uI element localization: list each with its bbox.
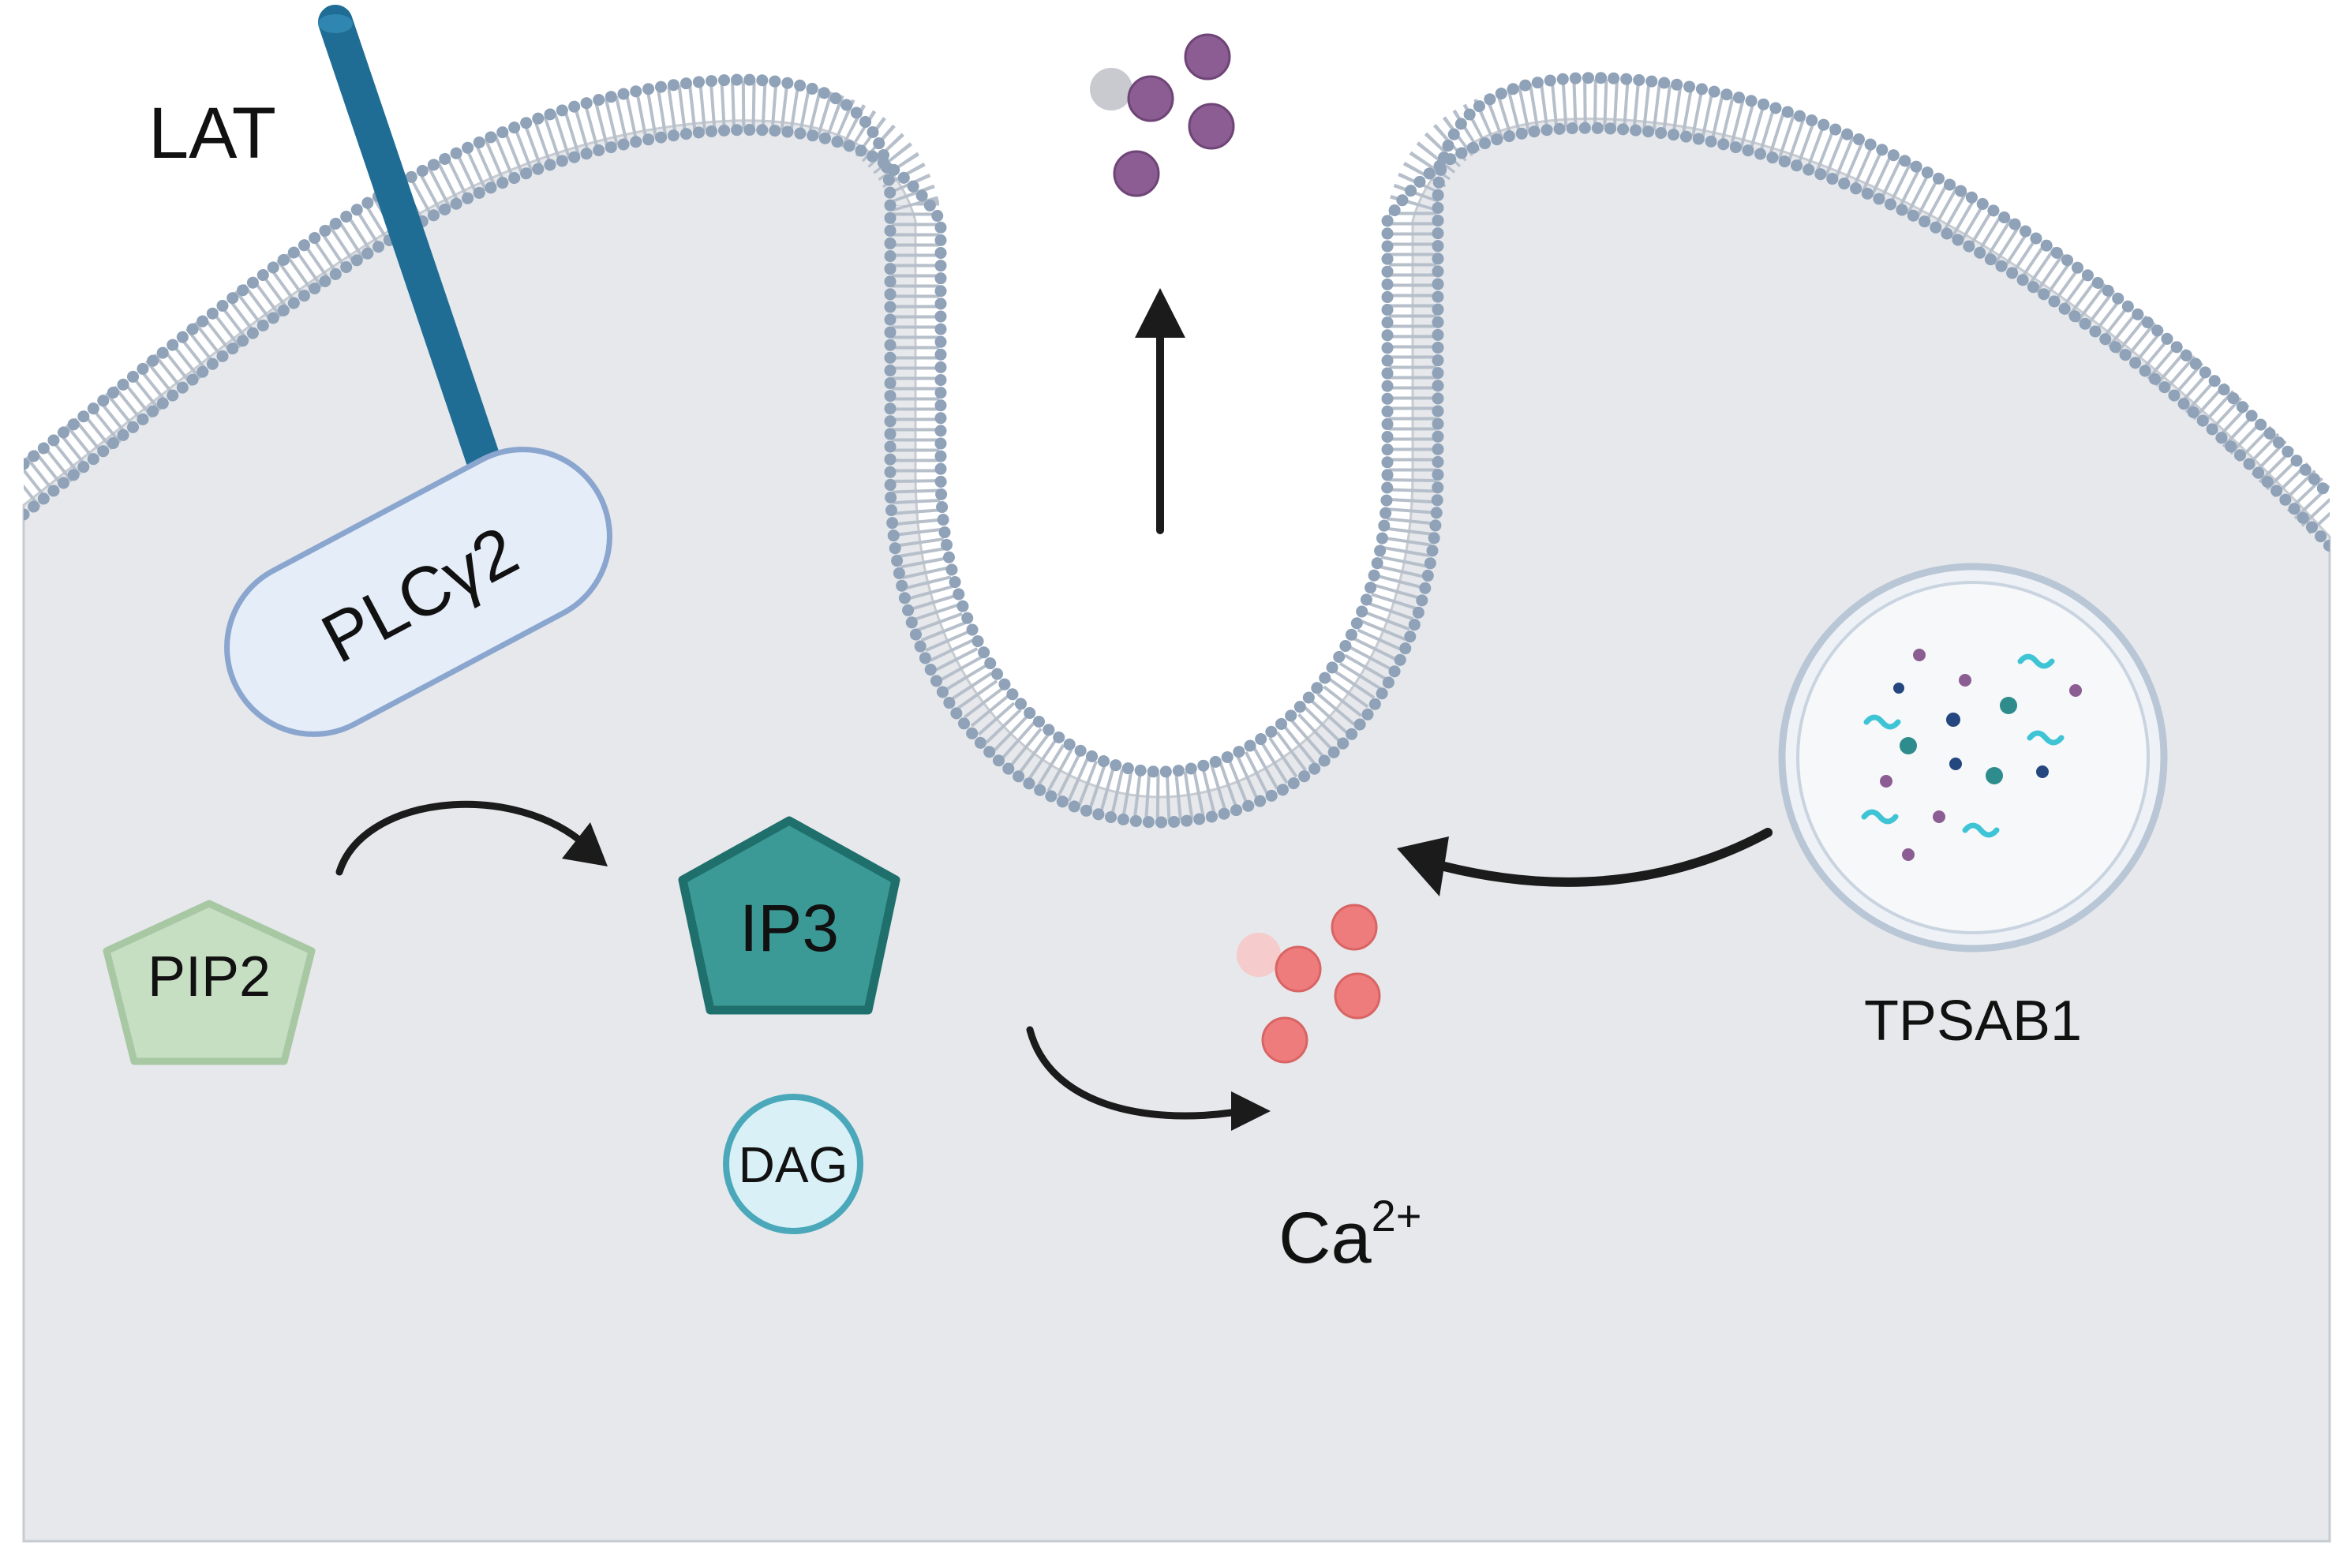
dag-label: DAG bbox=[739, 1136, 848, 1193]
plcg2-enzyme: PLCγ2 bbox=[224, 447, 612, 737]
lat-receptor bbox=[318, 5, 503, 483]
arrow-pip2-to-ip3 bbox=[335, 800, 608, 876]
curved-arrow-icon bbox=[1026, 1026, 1235, 1120]
plcg2-capsule-icon bbox=[224, 447, 612, 737]
granule-icon bbox=[1184, 33, 1231, 80]
curved-arrow-icon bbox=[335, 800, 584, 876]
calcium-label: Ca2+ bbox=[1278, 1191, 1421, 1278]
tpsab1-vesicle bbox=[1778, 563, 2168, 952]
calcium-ion-icon bbox=[1334, 972, 1381, 1020]
vesicle-contents bbox=[1861, 649, 2082, 861]
granule-icon bbox=[1188, 103, 1235, 150]
calcium-ion-icon bbox=[1237, 933, 1281, 977]
tpsab1-label: TPSAB1 bbox=[1864, 990, 2082, 1053]
ip3-label: IP3 bbox=[739, 891, 839, 965]
arrow-ip3-to-calcium bbox=[1026, 1026, 1271, 1131]
calcium-ion-icon bbox=[1261, 1016, 1308, 1064]
dag-circle-icon bbox=[723, 1094, 863, 1234]
granule-icon bbox=[1113, 150, 1160, 197]
lipid-bilayer-outer-heads-icon bbox=[24, 72, 2330, 829]
granule-icon bbox=[1127, 75, 1174, 122]
released-granules bbox=[1090, 33, 1235, 197]
lipid-bilayer-inner-heads-icon bbox=[24, 122, 2330, 778]
cytoplasm bbox=[22, 117, 2331, 1543]
ip3-pentagon-icon bbox=[678, 816, 900, 1015]
calcium-ions bbox=[1237, 904, 1381, 1064]
arrow-exocytosis-up bbox=[1135, 288, 1185, 534]
calcium-ion-icon bbox=[1275, 945, 1322, 993]
granule-icon bbox=[1090, 68, 1132, 110]
calcium-ion-icon bbox=[1331, 904, 1378, 951]
curved-arrow-icon bbox=[1439, 828, 1773, 887]
pip2-pentagon-icon bbox=[103, 900, 316, 1065]
lat-label: LAT bbox=[148, 93, 276, 174]
lat-rod-icon bbox=[318, 5, 503, 483]
vesicle-inner-icon bbox=[1796, 581, 2150, 934]
pip2-label: PIP2 bbox=[148, 945, 271, 1009]
arrow-tpsab1-to-membrane bbox=[1397, 828, 1773, 896]
